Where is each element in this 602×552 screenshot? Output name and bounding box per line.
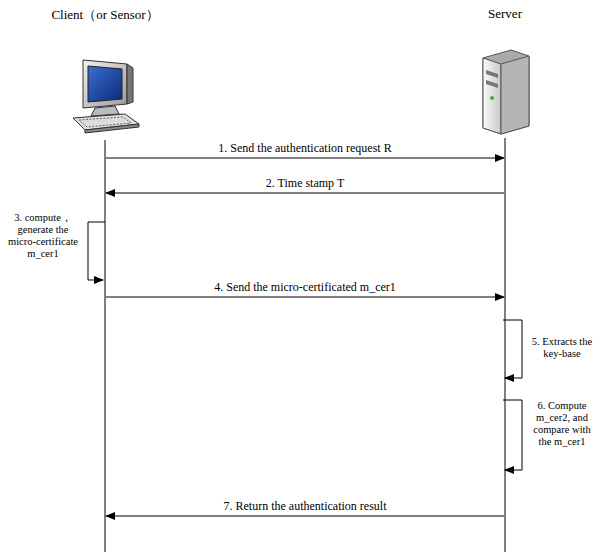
lifeline-heading: Client（or Sensor） — [25, 6, 185, 24]
message-arrow — [106, 193, 504, 194]
self-loop-bracket — [88, 222, 105, 280]
self-loop-bracket — [503, 320, 522, 378]
lifeline — [505, 138, 506, 552]
message-label: 7. Return the authentication result — [222, 499, 389, 514]
computer-icon — [69, 58, 141, 138]
client-node: Client（or Sensor） — [25, 6, 185, 138]
lifeline — [105, 140, 106, 552]
step-note: 3. compute， generate the micro-certifica… — [3, 212, 83, 260]
lifeline-heading: Server — [455, 6, 555, 22]
message-arrow — [106, 516, 504, 517]
self-loop-bracket — [503, 400, 522, 470]
message-label: 1. Send the authentication request R — [216, 141, 393, 156]
server-node: Server — [455, 6, 555, 136]
step-note: 6. Compute m_cer2, and compare with the … — [527, 400, 597, 448]
message-label: 4. Send the micro-certificated m_cer1 — [212, 280, 398, 295]
message-arrow — [106, 297, 504, 298]
message-arrow — [106, 158, 504, 159]
server-icon — [477, 48, 533, 136]
step-note: 5. Extracts the key-base — [527, 336, 597, 360]
message-label: 2. Time stamp T — [264, 176, 346, 191]
